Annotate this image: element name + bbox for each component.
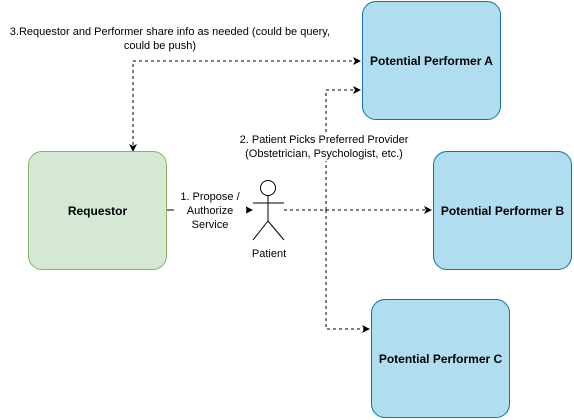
performer-c-label: Potential Performer C: [378, 351, 503, 366]
requestor-node[interactable]: Requestor: [28, 151, 167, 270]
performer-b-label: Potential Performer B: [440, 203, 565, 218]
performer-b-node[interactable]: Potential Performer B: [433, 151, 572, 270]
share-info-label-line1: 3.Requestor and Performer share info as …: [9, 26, 330, 38]
patient-label: Patient: [251, 248, 287, 260]
patient-picks-label: 2. Patient Picks Preferred Provider (Obs…: [226, 133, 422, 161]
propose-authorize-label: 1. Propose / Authorize Service: [174, 190, 246, 232]
edge-share-info: [129, 57, 361, 152]
patient-actor-icon: [252, 180, 285, 241]
share-info-label: 3.Requestor and Performer share info as …: [0, 25, 330, 53]
performer-c-node[interactable]: Potential Performer C: [371, 299, 510, 418]
performer-a-label: Potential Performer A: [370, 53, 493, 68]
share-info-label-line2: could be push): [123, 40, 196, 52]
edge-patient-to-a: [325, 86, 361, 210]
performer-a-node[interactable]: Potential Performer A: [362, 1, 501, 120]
requestor-label: Requestor: [67, 203, 128, 218]
edge-patient-to-c: [325, 210, 370, 333]
